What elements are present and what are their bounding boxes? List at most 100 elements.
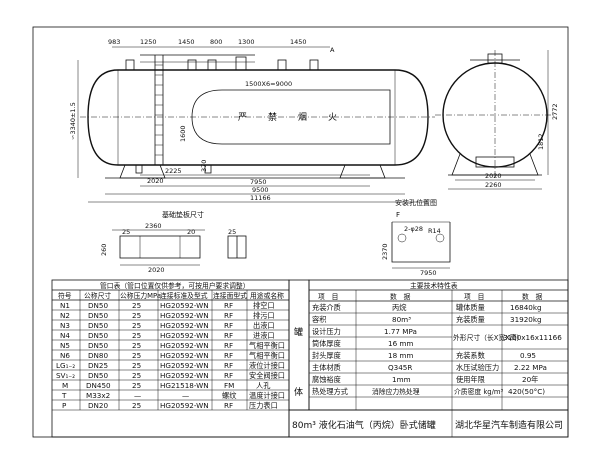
nozzle-cell: HG20592-WN — [160, 331, 209, 340]
nozzle-cell: 人孔 — [256, 381, 270, 390]
tech-cell: 20年 — [522, 375, 538, 384]
tech-table-title: 主要技术特性表 — [410, 281, 458, 290]
end-dim-bottom-inner: 2020 — [485, 172, 502, 180]
saddle-tag: F — [396, 211, 400, 219]
nozzle-cell: HG21518-WN — [160, 381, 209, 390]
nozzle-cell: 25 — [132, 341, 141, 350]
tank-side-view: 严 禁 烟 火 1500X6=9000 — [80, 54, 435, 179]
foundation-title: 基础垫板尺寸 — [162, 210, 204, 219]
dim-top-3: 1450 — [178, 38, 195, 46]
nozzle-cell: RF — [224, 361, 233, 370]
dim-bottom-5: 11166 — [250, 194, 271, 202]
nozzle-cell: M33x2 — [86, 391, 110, 400]
nozzle-cell: DN50 — [88, 331, 108, 340]
tech-cell: Q345R — [388, 363, 412, 372]
tech-cell: 充装系数 — [456, 351, 485, 360]
nozzle-cell: 气相平衡口 — [249, 351, 285, 360]
nozzle-cell: RF — [224, 311, 233, 320]
foundation-dim-1: 2360 — [145, 222, 162, 230]
nozzle-cell: — — [134, 391, 141, 400]
nozzle-cell: DN20 — [88, 401, 108, 410]
nozzle-cell: RF — [224, 331, 233, 340]
vertical-label-1: 罐 — [294, 326, 303, 338]
foundation-dim-3: 20 — [187, 228, 195, 236]
tech-cell: 筒体厚度 — [312, 339, 341, 348]
nozzle-cell: HG20592-WN — [160, 361, 209, 370]
warning-char-3: 烟 — [298, 111, 307, 123]
saddle-dim-length: 7950 — [420, 269, 437, 277]
tech-header-data-2: 数 据 — [522, 292, 543, 301]
title-block: 80m³ 液化石油气（丙烷）卧式储罐 湖北华星汽车制造有限公司 — [288, 409, 569, 438]
nozzle-cell: — — [182, 391, 189, 400]
tech-cell: 80m³ — [392, 315, 411, 324]
nozzle-cell: DN50 — [88, 371, 108, 380]
nozzle-cell: 螺纹 — [222, 391, 236, 400]
tech-cell: 主体材质 — [312, 363, 341, 372]
nozzle-header-standard: 连接标准及型式 — [160, 291, 208, 300]
nozzle-cell: HG20592-WN — [160, 301, 209, 310]
heat-tube-dim: 1500X6=9000 — [245, 80, 292, 88]
dim-top-6: 1450 — [290, 38, 307, 46]
nozzle-cell: DN450 — [86, 381, 111, 390]
nozzle-cell: 25 — [132, 321, 141, 330]
tech-cell: 介质密度 kg/m³ — [454, 387, 504, 396]
saddle-detail-title: 安装孔位置图 — [395, 198, 437, 207]
nozzle-cell: 25 — [132, 311, 141, 320]
nozzle-cell: P — [62, 401, 67, 410]
tech-cell: 消除应力热处理 — [372, 387, 420, 396]
tech-cell: 热处理方式 — [312, 387, 348, 396]
dim-bottom-3: 7950 — [250, 178, 267, 186]
saddle-dim-radius: R14 — [428, 227, 441, 235]
nozzle-cell: HG20592-WN — [160, 351, 209, 360]
foundation-dim-2: 25 — [122, 228, 130, 236]
vertical-label-2: 体 — [294, 386, 303, 398]
tag-a: A — [330, 46, 335, 54]
tech-cell: 设计压力 — [312, 327, 341, 336]
tech-cell: 18 mm — [388, 351, 413, 360]
saddle-dim-holes: 2-φ28 — [404, 225, 423, 233]
tech-cell: 16840kg — [510, 303, 542, 312]
nozzle-header-face: 连接面型式 — [213, 291, 247, 300]
nozzle-cell: 安全阀接口 — [249, 371, 285, 380]
saddle-hole-detail: 安装孔位置图 F 2-φ28 R14 2370 7950 — [381, 198, 451, 277]
tech-cell: 1mm — [392, 375, 411, 384]
warning-char-1: 严 — [238, 112, 247, 123]
nozzle-cell: DN80 — [88, 351, 108, 360]
tech-cell: 1.77 MPa — [384, 327, 417, 336]
tech-cell: 封头厚度 — [312, 351, 341, 360]
nozzle-cell: M — [62, 381, 68, 390]
nozzle-cell: 温度计接口 — [249, 391, 285, 400]
ladder-rungs — [155, 64, 163, 156]
nozzle-cell: 25 — [132, 331, 141, 340]
warning-char-4: 火 — [328, 112, 337, 123]
foundation-dim-5: 260 — [100, 244, 108, 256]
nozzle-cell: 25 — [132, 401, 141, 410]
tech-cell: 丙烷 — [392, 303, 406, 312]
nozzle-cell: DN50 — [88, 321, 108, 330]
dim-height-inner: 1600 — [179, 125, 187, 142]
tech-spec-table: 主要技术特性表 项 目 数 据 项 目 数 据 充装介质 丙烷 罐体质量 168… — [308, 279, 569, 411]
warning-char-2: 禁 — [268, 112, 277, 123]
product-title: 80m³ 液化石油气（丙烷）卧式储罐 — [292, 419, 436, 431]
nozzle-cell: 排污口 — [253, 311, 275, 320]
end-dim-bottom-outer: 2260 — [485, 181, 502, 189]
tech-header-item-1: 项 目 — [318, 293, 338, 301]
nozzle-header-size: 公称尺寸 — [84, 291, 111, 300]
tech-cell: 腐蚀裕度 — [312, 375, 341, 384]
nozzle-cell: T — [61, 391, 67, 400]
nozzle-cell: 25 — [132, 371, 141, 380]
nozzle-cell: HG20592-WN — [160, 311, 209, 320]
dim-top-4: 800 — [210, 38, 222, 46]
nozzle-rows: N1 DN50 25 HG20592-WN RF 排空口 N2 DN50 25 … — [56, 301, 285, 410]
company-name: 湖北华星汽车制造有限公司 — [455, 419, 563, 431]
saddle-dim-height: 2370 — [381, 243, 389, 260]
nozzle-cell: 液位计接口 — [249, 361, 285, 370]
nozzle-cell: N2 — [60, 311, 70, 320]
dim-bottom-2: 2020 — [147, 177, 164, 185]
nozzle-header-pressure: 公称压力MPa — [120, 291, 161, 300]
nozzle-cell: 25 — [132, 301, 141, 310]
nozzle-cell: 排空口 — [253, 301, 275, 310]
nozzle-cell: DN50 — [88, 341, 108, 350]
nozzle-header-use: 用途或名称 — [250, 291, 284, 300]
